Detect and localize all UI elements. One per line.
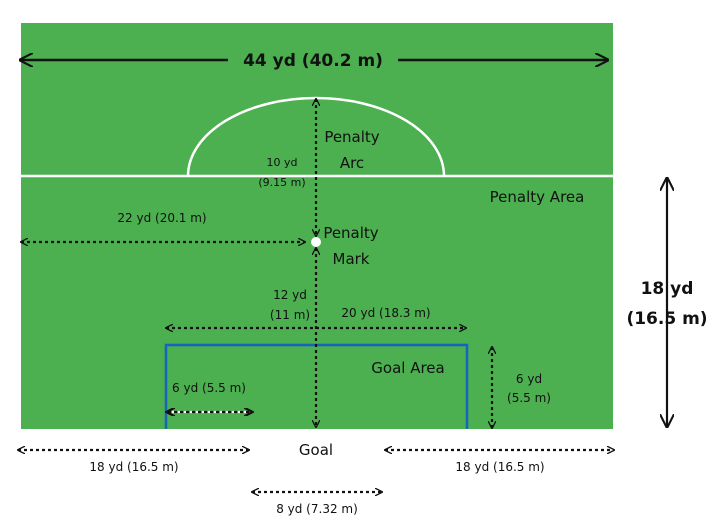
goal-area-width-label: 20 yd (18.3 m): [341, 306, 430, 320]
area-depth-label-line2: (16.5 m): [626, 309, 707, 329]
arc-radius-label-line2: (9.15 m): [258, 176, 305, 189]
width-label: 44 yd (40.2 m): [243, 51, 383, 71]
goal-area-depth-label-line2: (5.5 m): [507, 391, 551, 405]
area-depth-label-line1: 18 yd: [641, 279, 694, 299]
arc-radius-label-line1: 10 yd: [267, 156, 298, 169]
mark-from-side-label: 22 yd (20.1 m): [117, 211, 206, 225]
penalty-mark-label-line2: Mark: [333, 250, 370, 268]
goal-label: Goal: [299, 441, 333, 459]
penalty-arc-label-line2: Arc: [340, 154, 364, 172]
mark-to-goal-label-line1: 12 yd: [273, 288, 307, 302]
mark-to-goal-label-line2: (11 m): [270, 308, 310, 322]
side-right-label: 18 yd (16.5 m): [455, 460, 544, 474]
side-left-label: 18 yd (16.5 m): [89, 460, 178, 474]
penalty-mark-dot: [311, 237, 321, 247]
penalty-area-label: Penalty Area: [490, 188, 585, 206]
penalty-arc-line: [186, 96, 446, 177]
goal-width-label: 8 yd (7.32 m): [276, 502, 358, 516]
goal-area-offset-label: 6 yd (5.5 m): [172, 381, 246, 395]
goal-area-label: Goal Area: [371, 359, 444, 377]
penalty-mark-label-line1: Penalty: [323, 224, 378, 242]
penalty-arc-label-line1: Penalty: [324, 128, 379, 146]
goal-area-depth-label-line1: 6 yd: [516, 372, 542, 386]
